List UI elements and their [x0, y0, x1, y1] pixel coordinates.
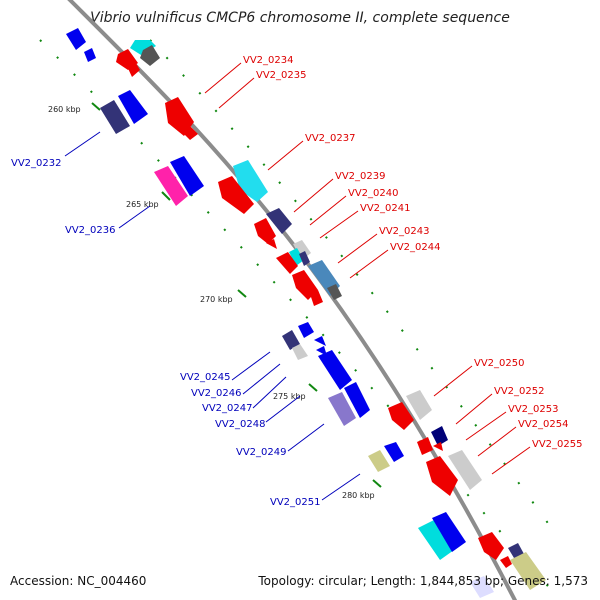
- map-title: Vibrio vulnificus CMCP6 chromosome II, c…: [90, 10, 510, 26]
- gene-arrow: [125, 58, 140, 77]
- gene-label: VV2_0237: [305, 133, 356, 144]
- gene-arrow: [418, 520, 454, 560]
- gene-arrow: [218, 176, 254, 214]
- gene-arrow: [84, 48, 96, 62]
- gene-arrow: [368, 450, 390, 472]
- gene-arrow: [314, 336, 326, 346]
- gene-arrow: [417, 437, 433, 455]
- gene-label: VV2_0247: [202, 403, 253, 414]
- gene-arrow: [292, 344, 308, 360]
- gene-label: VV2_0236: [65, 225, 116, 236]
- gene-label: VV2_0245: [180, 372, 231, 383]
- gene-arrow: [500, 556, 512, 568]
- gene-arrow: [327, 284, 342, 300]
- gene-arrow: [344, 382, 370, 418]
- kbp-label: 275 kbp: [273, 392, 306, 401]
- kbp-label: 265 kbp: [126, 200, 159, 209]
- gene-arrow: [310, 290, 323, 306]
- leader-lines: [64, 62, 531, 501]
- gene-label: VV2_0241: [360, 203, 411, 214]
- gene-arrow: [233, 160, 268, 202]
- gene-arrow: [176, 121, 198, 140]
- gene-arrow: [448, 450, 482, 490]
- gene-arrow: [328, 392, 356, 426]
- gene-label: VV2_0235: [256, 70, 307, 81]
- gene-arrow: [470, 576, 494, 598]
- kbp-label: 260 kbp: [48, 105, 81, 114]
- gene-arrow: [130, 40, 156, 55]
- gene-label: VV2_0250: [474, 358, 525, 369]
- gene-arrow: [426, 456, 458, 496]
- gene-arrow: [289, 248, 304, 266]
- gene-arrow: [254, 218, 276, 244]
- gene-arrow: [431, 426, 448, 446]
- gene-label: VV2_0239: [335, 171, 386, 182]
- reverse-genes: [66, 28, 494, 598]
- gene-label: VV2_0240: [348, 188, 399, 199]
- gene-arrow: [100, 100, 130, 134]
- gene-label: VV2_0244: [390, 242, 441, 253]
- forward-gene-labels: VV2_0234 VV2_0235 VV2_0237 VV2_0239 VV2_…: [243, 55, 583, 450]
- gene-label: VV2_0253: [508, 404, 559, 415]
- gene-arrow: [384, 442, 404, 462]
- gene-arrow: [388, 402, 414, 430]
- gene-label: VV2_0249: [236, 447, 287, 458]
- gene-label: VV2_0232: [11, 158, 62, 169]
- tick-guides: [39, 39, 561, 600]
- gene-arrow: [266, 239, 277, 249]
- gene-label: VV2_0254: [518, 419, 569, 430]
- accession-label: Accession: NC_004460: [10, 574, 147, 588]
- gene-arrow: [478, 532, 504, 560]
- gene-arrow: [276, 252, 298, 274]
- gene-arrow: [66, 28, 86, 50]
- gene-arrow: [266, 208, 292, 234]
- reverse-gene-labels: VV2_0232 VV2_0236 VV2_0245 VV2_0246 VV2_…: [11, 158, 321, 508]
- gene-arrow: [510, 552, 546, 590]
- gene-label: VV2_0246: [191, 388, 242, 399]
- kbp-ticks: 260 kbp 265 kbp 270 kbp 275 kbp 280 kbp: [48, 102, 382, 500]
- gene-arrow: [118, 90, 148, 124]
- gene-label: VV2_0248: [215, 419, 266, 430]
- topology-label: Topology: circular; Length: 1,844,853 bp…: [258, 574, 588, 588]
- kbp-label: 270 kbp: [200, 295, 233, 304]
- gene-arrow: [318, 350, 352, 390]
- gene-arrow: [508, 543, 524, 558]
- gene-label: VV2_0243: [379, 226, 430, 237]
- gene-arrow: [154, 166, 188, 206]
- forward-genes: [116, 40, 546, 590]
- gene-arrow: [170, 156, 204, 196]
- gene-label: VV2_0251: [270, 497, 321, 508]
- gene-label: VV2_0255: [532, 439, 583, 450]
- gene-arrow: [140, 45, 160, 66]
- gene-arrow: [282, 330, 300, 350]
- gene-arrow: [299, 251, 310, 266]
- gene-arrow: [292, 270, 318, 300]
- gene-arrow: [433, 442, 443, 451]
- gene-label: VV2_0252: [494, 386, 545, 397]
- gene-arrow: [298, 322, 314, 338]
- gene-arrow: [406, 390, 432, 420]
- gene-arrow: [432, 512, 466, 552]
- kbp-label: 280 kbp: [342, 491, 375, 500]
- gene-label: VV2_0234: [243, 55, 294, 66]
